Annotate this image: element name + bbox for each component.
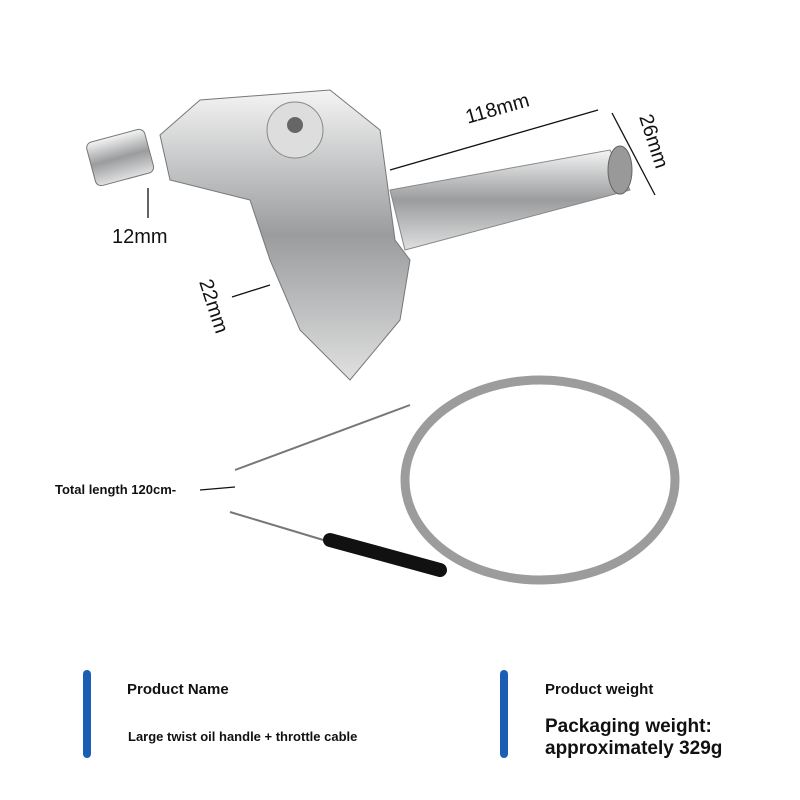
adjuster-dimension-label: 12mm	[112, 226, 168, 248]
throttle-grip	[389, 145, 633, 251]
packaging-weight-line1: Packaging weight:	[545, 716, 712, 737]
accent-bar-right	[500, 670, 508, 758]
throttle-housing	[86, 89, 411, 381]
product-weight-heading: Product weight	[545, 681, 654, 698]
packaging-weight-line2: approximately 329g	[545, 738, 723, 759]
product-name-heading: Product Name	[127, 681, 229, 698]
accent-bar-left	[83, 670, 91, 758]
dimension-lines	[147, 109, 656, 491]
product-name-value: Large twist oil handle + throttle cable	[128, 729, 358, 744]
cable-length-label: Total length 120cm-	[55, 482, 177, 497]
throttle-cable	[229, 375, 680, 585]
